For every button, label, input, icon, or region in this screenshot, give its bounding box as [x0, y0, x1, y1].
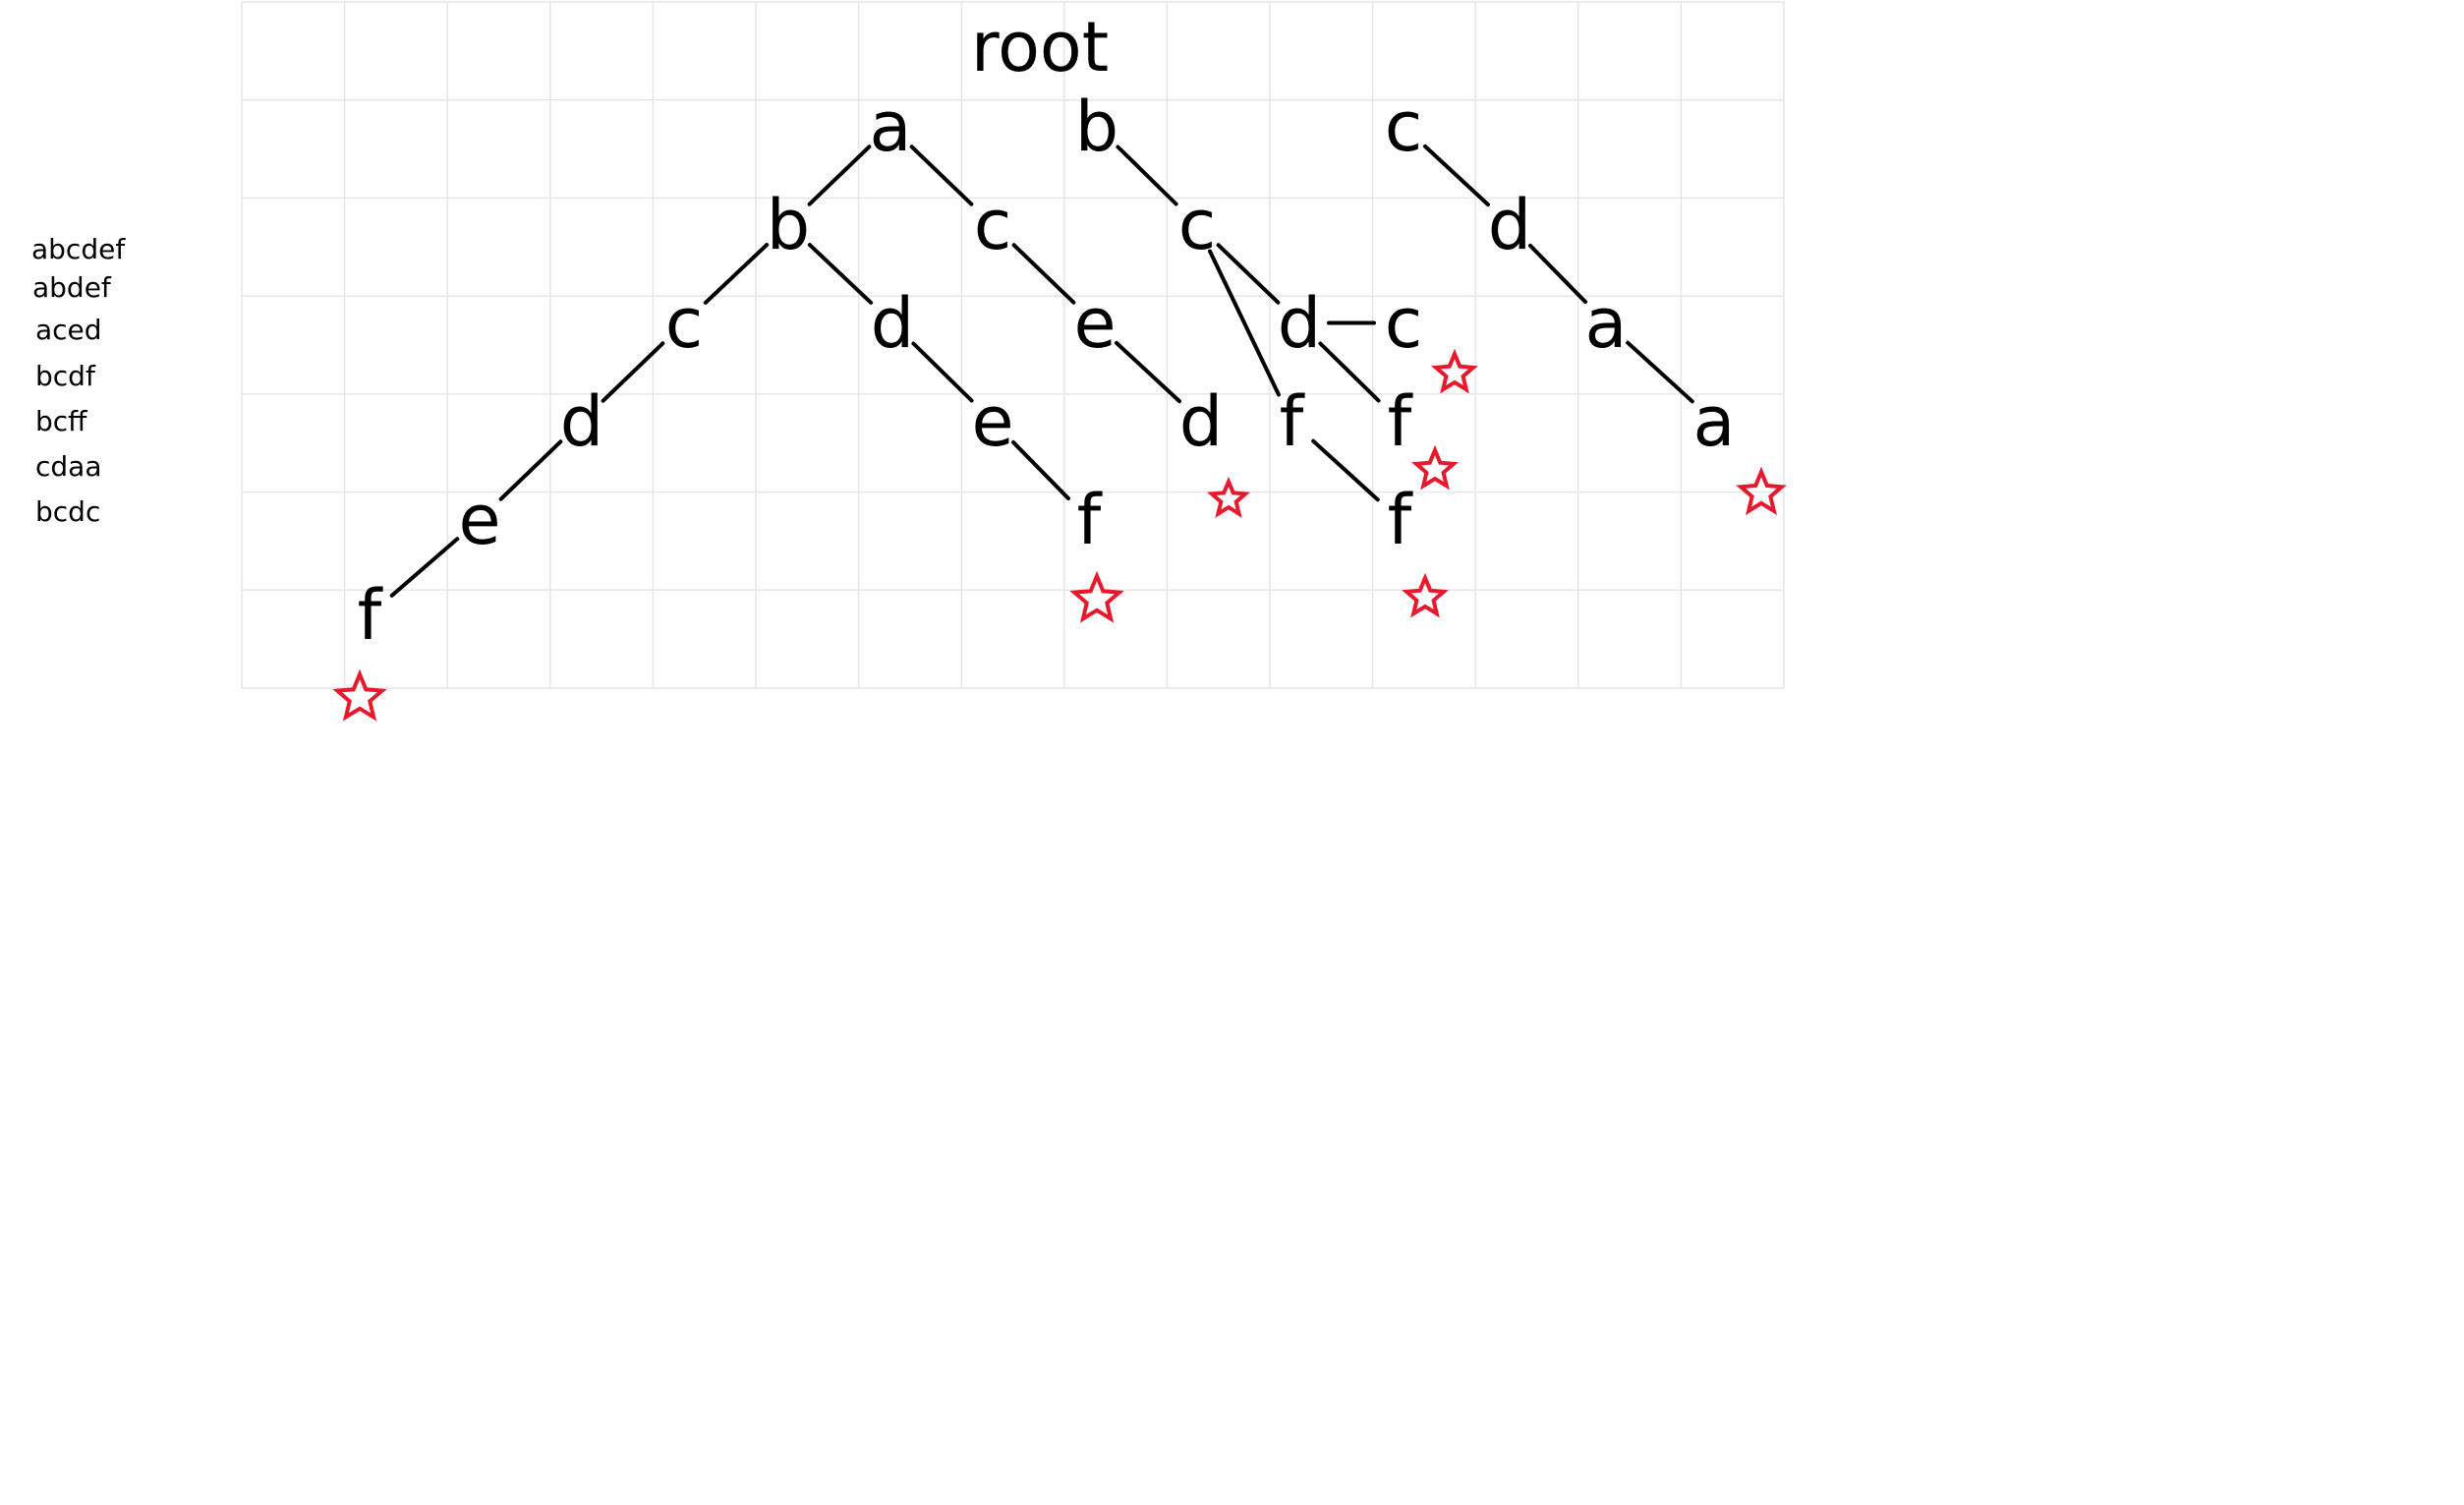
- word-item: cdaa: [35, 450, 102, 483]
- trie-edge: [911, 341, 974, 403]
- trie-edge: [1216, 243, 1281, 305]
- trie-edge: [1115, 340, 1181, 404]
- trie-node: f: [1388, 480, 1413, 560]
- star-outline-icon: [332, 668, 387, 722]
- trie-edge: [807, 243, 874, 305]
- star-outline-icon: [1431, 348, 1478, 394]
- star-outline-icon: [1411, 444, 1459, 491]
- trie-node: b: [1075, 87, 1118, 167]
- trie-node: f: [1280, 381, 1305, 462]
- trie-edge: [1318, 341, 1381, 403]
- trie-node: a: [1585, 283, 1628, 364]
- trie-edge: [1116, 145, 1178, 206]
- root-node: root: [971, 7, 1109, 87]
- star-outline-icon: [1206, 476, 1251, 518]
- trie-edge: [1626, 340, 1694, 404]
- trie-edges: [389, 144, 1694, 598]
- trie-node: c: [1385, 87, 1423, 167]
- trie-node: f: [1388, 381, 1413, 462]
- trie-edge: [498, 439, 563, 501]
- trie-node: e: [1073, 283, 1116, 364]
- word-item: bcff: [35, 405, 87, 437]
- trie-edge: [1011, 243, 1076, 305]
- trie-node: f: [1077, 480, 1103, 560]
- word-item: bcdf: [35, 360, 95, 392]
- trie-edge: [703, 243, 770, 305]
- trie-node: d: [1179, 381, 1223, 462]
- trie-node: f: [358, 575, 383, 656]
- trie-node: e: [458, 480, 500, 560]
- trie-edge: [807, 145, 872, 206]
- word-item: abcdef: [31, 233, 126, 265]
- background-grid: [241, 1, 1785, 689]
- word-item: abdef: [32, 271, 111, 304]
- trie-node: d: [1278, 283, 1321, 364]
- trie-edge: [1423, 144, 1490, 207]
- star-outline-icon: [1736, 466, 1787, 516]
- trie-node: d: [1488, 185, 1531, 265]
- word-item: bcdc: [35, 495, 101, 528]
- trie-node: e: [971, 381, 1013, 462]
- star-outline-icon: [1402, 572, 1449, 618]
- trie-edge: [1527, 243, 1588, 305]
- trie-edge: [389, 537, 460, 598]
- trie-edge: [1010, 439, 1071, 501]
- trie-edge: [1207, 249, 1282, 397]
- end-markers: [332, 348, 1787, 722]
- trie-node: b: [767, 185, 810, 265]
- trie-node: a: [1693, 381, 1736, 462]
- trie-edge: [601, 341, 665, 403]
- trie-node: d: [560, 381, 603, 462]
- trie-node: d: [871, 283, 914, 364]
- trie-node: c: [665, 283, 704, 364]
- star-outline-icon: [1069, 570, 1124, 623]
- word-list: abcdef abdef aced bcdf bcff cdaa bcdc: [0, 0, 236, 590]
- trie-edge: [909, 145, 974, 206]
- trie-node: c: [1178, 185, 1217, 265]
- word-item: aced: [35, 314, 102, 346]
- trie-edge: [1311, 438, 1380, 502]
- trie-node: a: [870, 87, 912, 167]
- trie-node: c: [974, 185, 1012, 265]
- trie-node: c: [1385, 283, 1423, 364]
